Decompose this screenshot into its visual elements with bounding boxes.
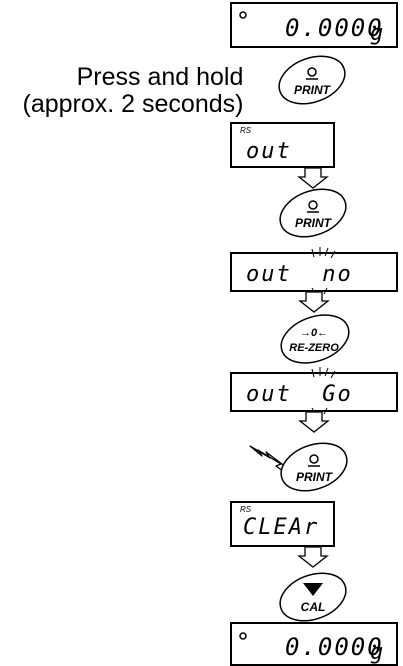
display-out-go: out Go [230,367,398,415]
display-value: 0.0000 [285,633,384,661]
print-icon [308,454,320,467]
display-value: out [246,139,292,164]
annunciator: RS [240,126,252,135]
down-arrow-icon [298,411,330,433]
stable-mark-icon [239,632,247,640]
triangle-down-icon [303,583,323,596]
key-label: PRINT [296,470,334,484]
down-arrow-icon [297,167,329,189]
zero-arrows-icon: →0← [300,327,328,339]
display-weight-bottom: 0.0000 g [230,622,398,666]
display-out-no: out no [230,247,398,295]
key-label: RE-ZERO [289,342,339,354]
print-key-2[interactable]: PRINT [274,181,353,246]
display-value: out Go [246,382,353,407]
display-value: out no [246,262,353,287]
display-unit: g [370,640,385,665]
blink-rays-icon [311,247,336,295]
print-icon [307,200,319,213]
print-key-3[interactable]: PRINT [275,435,354,500]
rezero-key[interactable]: →0← RE-ZERO [275,306,356,371]
display-out: RS out [230,122,335,168]
print-icon [306,67,318,80]
key-label: PRINT [294,83,332,97]
instruction-line-1: Press and hold [77,63,244,91]
stable-mark-icon [239,11,247,19]
display-value: CLEAr [243,515,319,540]
display-weight-top: 0.0000 g [230,2,398,48]
key-label: CAL [301,600,326,614]
cal-key[interactable]: CAL [274,565,353,630]
display-clear: RS CLEAr [230,501,335,547]
display-value: 0.0000 [285,14,384,42]
print-key-1[interactable]: PRINT [273,48,352,113]
down-arrow-icon [298,291,330,313]
annunciator: RS [240,505,252,514]
instruction-line-2: (approx. 2 seconds) [23,90,244,118]
key-label: PRINT [295,216,333,230]
down-arrow-icon [297,546,329,568]
display-unit: g [370,21,385,46]
blink-rays-icon [311,367,336,415]
